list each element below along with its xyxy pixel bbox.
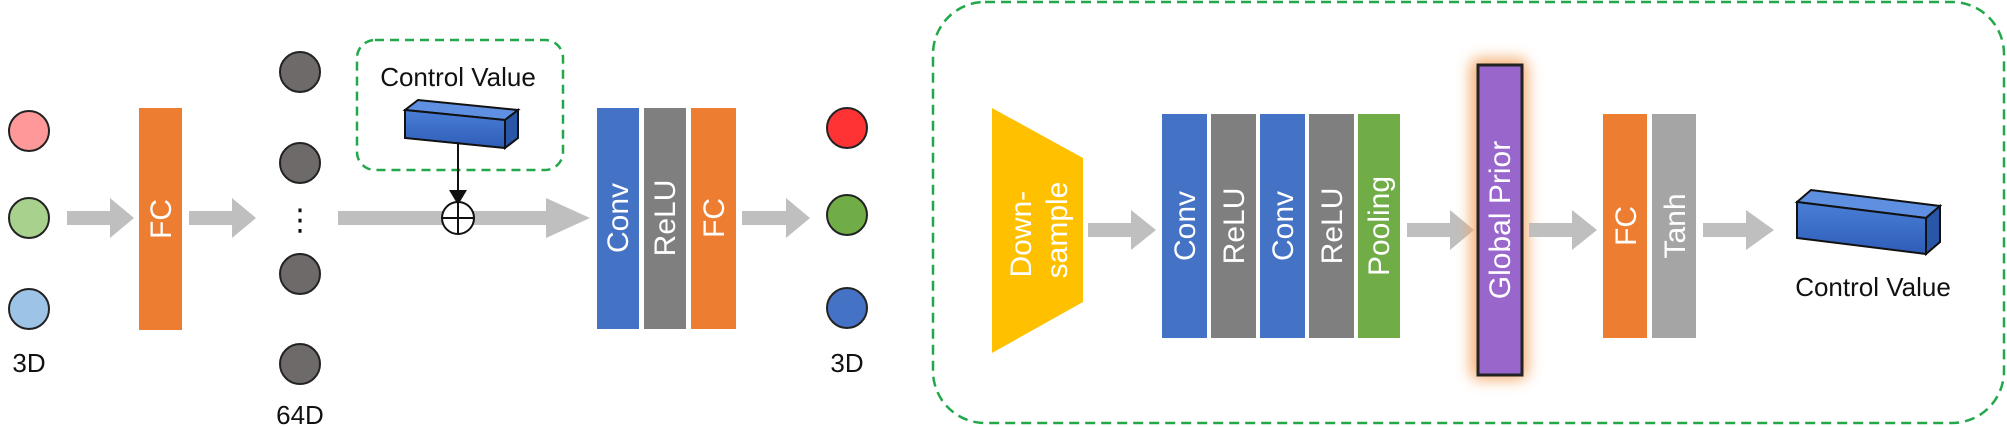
output-node-red [826,107,868,149]
output-control-value-cube [1794,188,1943,257]
downsample-label: Down- sample [1005,182,1074,279]
output-node-blue [826,287,868,329]
condition-network-box [931,0,2006,425]
cn-conv-layer-1 [1162,114,1207,338]
input-node-green [8,197,50,239]
fc-layer-2-label: FC [698,198,731,238]
cn-relu-layer-2 [1309,114,1354,338]
relu-layer [644,108,686,329]
arrow-global-prior-to-fc [1529,210,1597,250]
conv-layer-label: Conv [602,183,635,253]
cn-fc-layer-label: FC [1610,206,1643,246]
fc-layer-2 [691,108,736,329]
hidden-dim-label: 64D [276,400,324,427]
cn-pooling-layer-label: Pooling [1363,176,1396,276]
hidden-nodes [279,51,321,385]
output-node-green [826,194,868,236]
input-nodes [8,110,50,330]
global-prior-label: Global Prior [1484,141,1517,299]
control-value-box-label: Control Value [380,62,536,92]
cn-relu-layer-1-label: ReLU [1218,188,1251,265]
output-dim-label: 3D [830,348,863,378]
arrow-fc-to-output [742,198,810,238]
control-connector-arrowhead [449,190,467,205]
hidden-node-4 [279,343,321,385]
fc-layer-1-label: FC [145,199,178,239]
hidden-node-3 [279,253,321,295]
hidden-node-2 [279,142,321,184]
downsample-label-line1: Down- [1005,191,1038,278]
cn-pooling-layer [1358,114,1400,338]
cn-relu-layer-1 [1211,114,1256,338]
input-node-blue [8,288,50,330]
cn-tanh-layer [1652,114,1696,338]
cn-fc-layer [1603,114,1647,338]
relu-layer-label: ReLU [649,180,682,257]
cn-tanh-layer-label: Tanh [1659,193,1692,258]
downsample-block [992,108,1083,353]
arrow-pooling-to-global-prior [1407,210,1474,250]
hidden-node-1 [279,51,321,93]
add-operator-icon [441,201,475,235]
input-node-red [8,110,50,152]
control-value-cube [402,98,521,151]
arrow-fc-to-hidden [189,198,256,238]
hidden-ellipsis: ⋮ [285,203,315,238]
conv-layer [597,108,639,329]
fc-layer-1 [139,108,182,330]
cn-conv-layer-2-label: Conv [1267,191,1300,261]
arrow-input-to-fc [67,198,134,238]
arrow-downsample-to-conv [1088,210,1156,250]
output-control-value-label: Control Value [1795,272,1951,302]
control-value-box [355,38,565,172]
downsample-label-line2: sample [1041,182,1074,279]
output-nodes [826,107,868,329]
input-dim-label: 3D [12,348,45,378]
cn-relu-layer-2-label: ReLU [1316,188,1349,265]
arrow-tanh-to-output [1703,210,1774,250]
cn-conv-layer-2 [1260,114,1305,338]
global-prior-block [1476,63,1524,377]
cn-conv-layer-1-label: Conv [1169,191,1202,261]
